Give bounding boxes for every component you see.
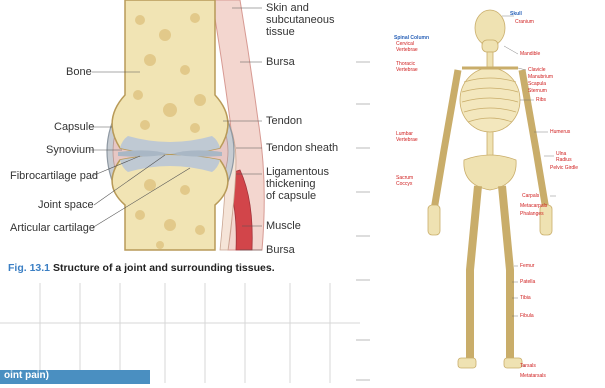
upper-bone xyxy=(112,0,228,154)
label-coccyx: Coccyx xyxy=(396,182,412,188)
label-lumbar: Lumbar Vertebrae xyxy=(396,132,418,143)
grid-area xyxy=(0,283,360,383)
label-scapula: Scapula xyxy=(528,82,546,88)
label-manubrium: Manubrium xyxy=(528,75,553,81)
label-sternum: Sternum xyxy=(528,89,547,95)
fibrocartilage-label: Fibrocartilage pad xyxy=(10,170,98,182)
label-fibula: Fibula xyxy=(520,314,534,320)
left-leg xyxy=(470,186,478,360)
label-clavicle: Clavicle xyxy=(528,68,546,74)
label-patella: Patella xyxy=(520,280,535,286)
pelvis-shape xyxy=(464,155,516,190)
tendon-label: Tendon xyxy=(266,115,302,127)
right-hand xyxy=(540,205,552,235)
label-cranium: Cranium xyxy=(515,20,534,26)
bursa-bottom-label: Bursa xyxy=(266,244,295,256)
label-cervical: Cervical Vertebrae xyxy=(396,42,418,53)
section-tab: oint pain) xyxy=(0,370,150,384)
label-tarsals: Tarsals xyxy=(520,364,536,370)
mandible-shape xyxy=(482,40,498,52)
joint-space-label: Joint space xyxy=(38,199,94,211)
tendon-sheath-label: Tendon sheath xyxy=(266,142,338,154)
skeleton-diagram-panel: Skull Cranium Mandible Clavicle Manubriu… xyxy=(378,0,605,383)
right-leg xyxy=(502,186,510,360)
label-thoracic: Thoracic Vertebrae xyxy=(396,62,418,73)
skeleton-illustration xyxy=(378,0,605,383)
muscle-label: Muscle xyxy=(266,220,301,232)
synovium-label: Synovium xyxy=(46,144,94,156)
label-tibia: Tibia xyxy=(520,296,531,302)
caption-figure-number: Fig. 13.1 xyxy=(8,262,50,274)
bursa-top-label: Bursa xyxy=(266,56,295,68)
caption-text: Structure of a joint and surrounding tis… xyxy=(53,262,275,274)
label-skull: Skull xyxy=(510,12,522,18)
margin-rules xyxy=(356,0,376,383)
label-radius: Radius xyxy=(556,158,572,164)
ligamentous-label: Ligamentous thickening of capsule xyxy=(266,166,329,202)
articular-cartilage-label: Articular cartilage xyxy=(10,222,95,234)
label-ribs: Ribs xyxy=(536,98,546,104)
label-humerus: Humerus xyxy=(550,130,570,136)
label-metacarpals: Metacarpals xyxy=(520,204,547,210)
left-arm xyxy=(434,70,458,210)
label-metatarsals: Metatarsals xyxy=(520,374,546,380)
label-mandible: Mandible xyxy=(520,52,540,58)
label-pelvic-girdle: Pelvic Girdle xyxy=(550,166,578,172)
capsule-label: Capsule xyxy=(54,121,94,133)
bone-label: Bone xyxy=(66,66,92,78)
left-hand xyxy=(428,205,440,235)
label-phalanges: Phalanges xyxy=(520,212,544,218)
skin-label: Skin and subcutaneous tissue xyxy=(266,2,335,38)
label-femur: Femur xyxy=(520,264,534,270)
figure-caption: Fig. 13.1 Structure of a joint and surro… xyxy=(8,262,275,274)
label-carpals: Carpals xyxy=(522,194,539,200)
joint-diagram-panel: Skin and subcutaneous tissue Bursa Bone … xyxy=(0,0,360,383)
left-foot xyxy=(458,358,476,368)
